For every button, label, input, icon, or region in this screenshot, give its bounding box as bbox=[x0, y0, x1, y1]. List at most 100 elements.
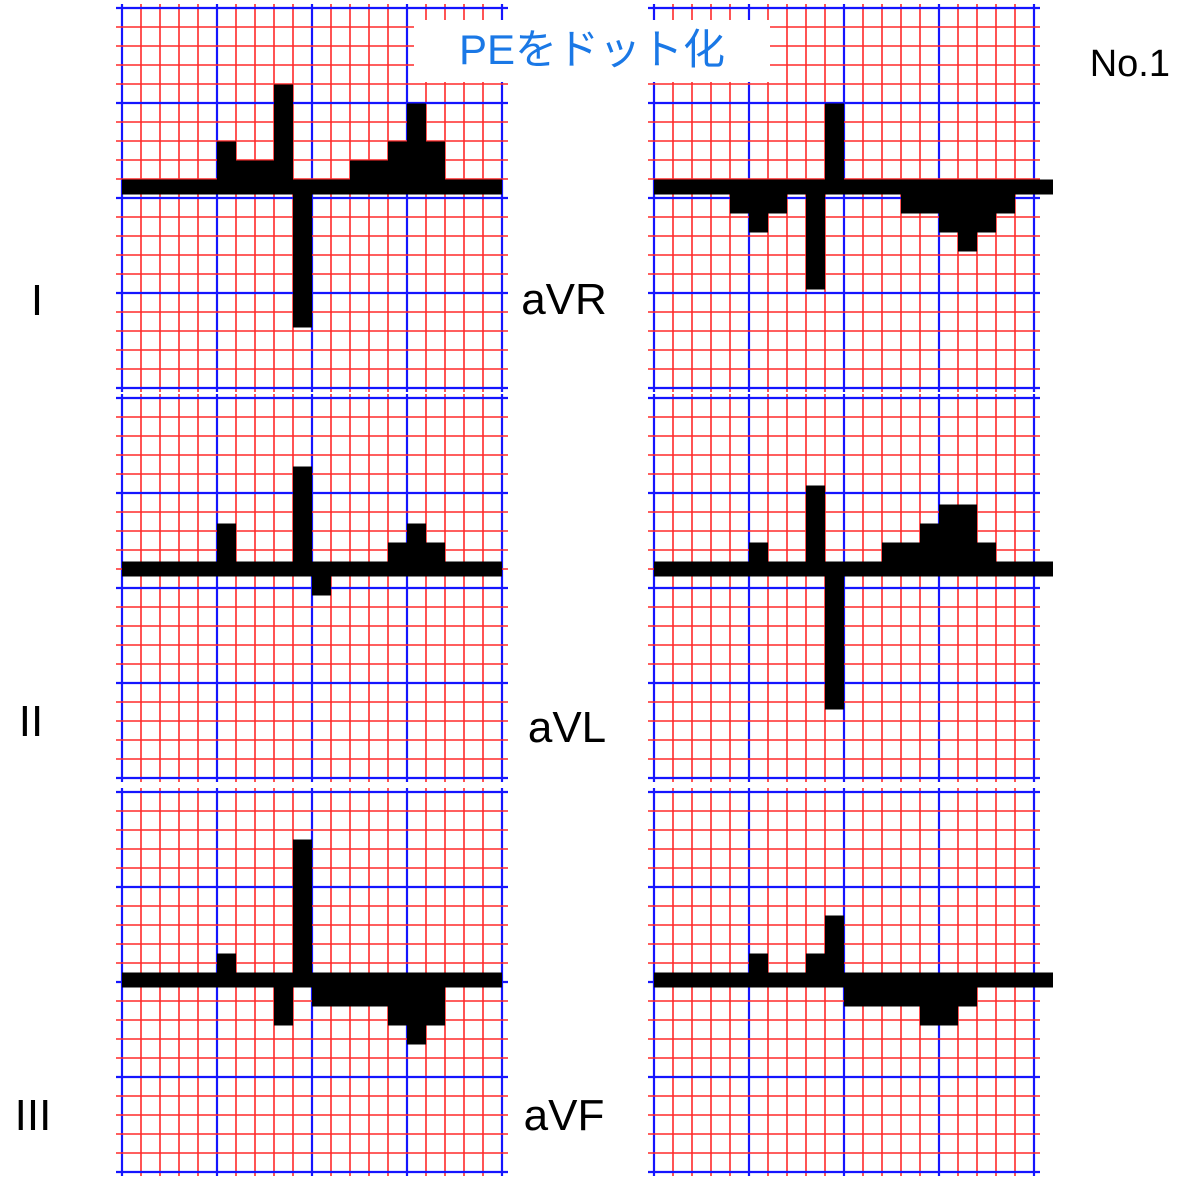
trace-dot bbox=[787, 561, 806, 577]
trace-dot bbox=[122, 561, 141, 577]
trace-dot bbox=[730, 972, 749, 988]
trace-dot bbox=[768, 179, 787, 214]
trace-dot bbox=[749, 179, 768, 233]
trace-dot bbox=[293, 839, 312, 988]
trace-dot bbox=[673, 972, 692, 988]
trace-dot bbox=[350, 160, 369, 195]
lead-label-ii: II bbox=[19, 697, 43, 746]
trace-dot bbox=[293, 466, 312, 577]
trace-dot bbox=[160, 561, 179, 577]
trace-dot bbox=[977, 972, 996, 988]
trace-dot bbox=[939, 504, 958, 577]
ecg-trace-avf bbox=[654, 915, 1053, 1026]
trace-dot bbox=[141, 179, 160, 195]
trace-dot bbox=[787, 972, 806, 988]
page-number: No.1 bbox=[1090, 43, 1170, 85]
trace-dot bbox=[920, 972, 939, 1026]
trace-dot bbox=[787, 179, 806, 195]
trace-dot bbox=[825, 561, 844, 710]
trace-dot bbox=[920, 179, 939, 214]
trace-dot bbox=[1034, 561, 1053, 577]
ecg-trace-i bbox=[122, 84, 502, 328]
trace-dot bbox=[331, 179, 350, 195]
ecg-grid-ii bbox=[116, 394, 508, 782]
trace-dot bbox=[958, 972, 977, 1007]
trace-dot bbox=[901, 542, 920, 577]
trace-dot bbox=[844, 972, 863, 1007]
trace-dot bbox=[160, 179, 179, 195]
page-title: PEをドット化 bbox=[459, 26, 725, 73]
trace-dot bbox=[692, 179, 711, 195]
trace-dot bbox=[350, 972, 369, 1007]
ecg-trace-avr bbox=[654, 103, 1053, 290]
trace-dot bbox=[939, 179, 958, 233]
trace-dot bbox=[464, 179, 483, 195]
trace-dot bbox=[331, 561, 350, 577]
trace-dot bbox=[331, 972, 350, 1007]
trace-dot bbox=[901, 179, 920, 214]
trace-dot bbox=[122, 972, 141, 988]
trace-dot bbox=[350, 561, 369, 577]
trace-dot bbox=[274, 972, 293, 1026]
ecg-trace-iii bbox=[122, 839, 502, 1045]
trace-dot bbox=[293, 179, 312, 328]
trace-dot bbox=[901, 972, 920, 1007]
trace-dot bbox=[426, 141, 445, 195]
trace-dot bbox=[312, 179, 331, 195]
lead-label-i: I bbox=[31, 276, 43, 325]
title-background bbox=[414, 20, 770, 82]
trace-dot bbox=[749, 542, 768, 577]
trace-dot bbox=[198, 561, 217, 577]
trace-dot bbox=[882, 179, 901, 195]
trace-dot bbox=[1015, 179, 1034, 195]
trace-dot bbox=[426, 542, 445, 577]
trace-dot bbox=[179, 179, 198, 195]
trace-dot bbox=[464, 972, 483, 988]
lead-label-avf: aVF bbox=[524, 1091, 605, 1140]
trace-dot bbox=[958, 179, 977, 252]
trace-dot bbox=[844, 179, 863, 195]
trace-dot bbox=[141, 561, 160, 577]
trace-dot bbox=[274, 561, 293, 577]
trace-dot bbox=[673, 179, 692, 195]
trace-dot bbox=[407, 972, 426, 1045]
lead-label-avl: aVL bbox=[528, 703, 606, 752]
trace-dot bbox=[312, 972, 331, 1007]
trace-dot bbox=[217, 953, 236, 988]
trace-dot bbox=[996, 972, 1015, 988]
trace-dot bbox=[996, 179, 1015, 214]
trace-dot bbox=[806, 485, 825, 577]
trace-dot bbox=[1015, 561, 1034, 577]
trace-dot bbox=[711, 179, 730, 195]
trace-dot bbox=[806, 179, 825, 290]
trace-dot bbox=[654, 561, 673, 577]
trace-dot bbox=[882, 972, 901, 1007]
trace-dot bbox=[236, 160, 255, 195]
trace-dot bbox=[654, 972, 673, 988]
trace-dot bbox=[160, 972, 179, 988]
trace-dot bbox=[255, 972, 274, 988]
trace-dot bbox=[863, 972, 882, 1007]
trace-dot bbox=[179, 561, 198, 577]
trace-dot bbox=[1015, 972, 1034, 988]
trace-dot bbox=[1034, 972, 1053, 988]
trace-dot bbox=[369, 972, 388, 1007]
ecg-trace-ii bbox=[122, 466, 502, 596]
trace-dot bbox=[844, 561, 863, 577]
trace-dot bbox=[445, 561, 464, 577]
trace-dot bbox=[711, 561, 730, 577]
trace-dot bbox=[236, 561, 255, 577]
trace-dot bbox=[388, 542, 407, 577]
trace-dot bbox=[407, 103, 426, 195]
trace-dot bbox=[1034, 179, 1053, 195]
trace-dot bbox=[920, 523, 939, 577]
trace-dot bbox=[483, 179, 502, 195]
trace-dot bbox=[730, 561, 749, 577]
trace-dot bbox=[217, 141, 236, 195]
trace-dot bbox=[445, 972, 464, 988]
trace-dot bbox=[768, 561, 787, 577]
trace-dot bbox=[445, 179, 464, 195]
trace-dot bbox=[407, 523, 426, 577]
trace-dot bbox=[673, 561, 692, 577]
